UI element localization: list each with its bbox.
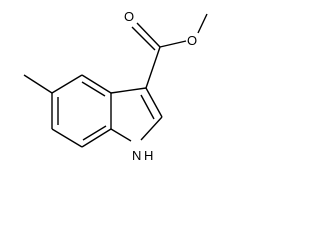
atom-label-carbonyl-oxygen: O	[124, 9, 134, 24]
atom-label-nitrogen: N	[132, 148, 141, 163]
bond-carbonyl-c-o-double-b	[131, 26, 156, 51]
bond-c5-c4	[51, 74, 83, 94]
bond-c3-c2	[145, 87, 163, 118]
bond-n1-c7a	[110, 128, 132, 142]
bond-methyl-c5	[23, 74, 53, 94]
bond-carbonyl-c-ester-o	[159, 40, 187, 48]
bond-ester-o-methyl	[197, 13, 208, 34]
bond-c7-c7a	[81, 128, 112, 148]
bond-c2-n1	[140, 116, 163, 141]
atom-label-nitrogen-hydrogen: H	[144, 148, 153, 163]
bond-c3a-c3	[110, 87, 147, 94]
bond-carbonyl-c-o-double-a	[136, 22, 161, 48]
atom-label-ester-oxygen: O	[187, 33, 197, 48]
bond-c3-carbonyl-c	[145, 46, 161, 89]
bond-c7-c7a-inner	[82, 125, 107, 141]
molecule-structure: O O N H	[23, 9, 208, 163]
bond-c6-c7	[51, 128, 83, 148]
bond-c3-c2-inner	[140, 94, 155, 120]
bond-c3a-c4-inner	[81, 81, 106, 97]
bond-c3a-c4	[81, 74, 112, 94]
